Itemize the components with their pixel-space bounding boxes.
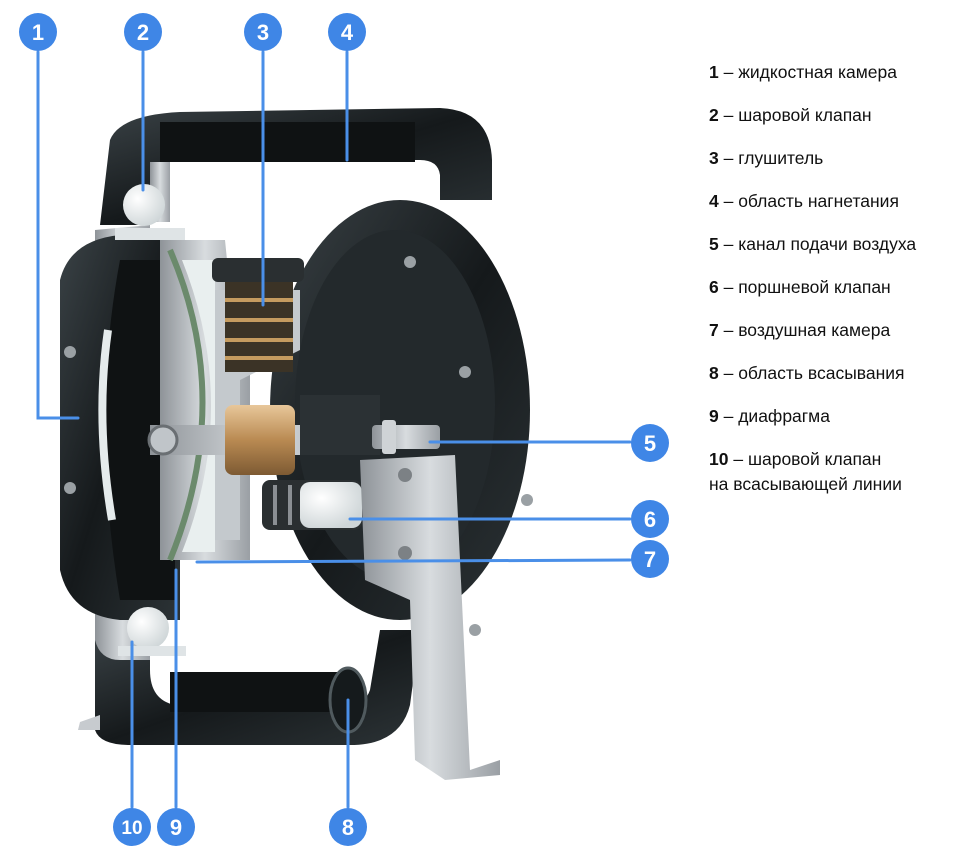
callout-badge-4: 4 <box>328 13 366 51</box>
legend-number: 7 <box>709 320 719 340</box>
legend-text: – воздушная камера <box>723 320 891 340</box>
upper-ball-valve <box>123 184 165 226</box>
svg-text:10: 10 <box>121 818 142 839</box>
leader-line-7 <box>195 558 632 564</box>
lower-valve-seat <box>118 646 186 656</box>
svg-text:7: 7 <box>644 547 656 572</box>
callout-badge-3: 3 <box>244 13 282 51</box>
lower-ball-valve <box>127 607 169 649</box>
legend-item-10: 10 – шаровой клапан на всасывающей линии <box>709 447 964 497</box>
legend-number: 1 <box>709 62 719 82</box>
air-inlet-fitting <box>372 420 440 454</box>
callout-badge-1: 1 <box>19 13 57 51</box>
legend-item-5: 5 – канал подачи воздуха <box>709 232 964 257</box>
legend-text: – область всасывания <box>723 363 905 383</box>
legend-item-8: 8 – область всасывания <box>709 361 964 386</box>
legend-text-continued: на всасывающей линии <box>709 474 902 494</box>
legend-item-2: 2 – шаровой клапан <box>709 103 964 128</box>
legend-number: 3 <box>709 148 719 168</box>
legend-item-4: 4 – область нагнетания <box>709 189 964 214</box>
muffler <box>212 258 304 372</box>
legend-text: – шаровой клапан <box>723 105 872 125</box>
svg-text:3: 3 <box>257 20 269 45</box>
legend: 1 – жидкостная камера 2 – шаровой клапан… <box>709 60 964 515</box>
callout-badge-2: 2 <box>124 13 162 51</box>
callout-badge-8: 8 <box>329 808 367 846</box>
legend-text: – глушитель <box>723 148 824 168</box>
legend-item-6: 6 – поршневой клапан <box>709 275 964 300</box>
callout-badge-10: 10 <box>113 808 151 846</box>
svg-text:2: 2 <box>137 20 149 45</box>
leader-line-1 <box>36 50 80 420</box>
leader-lines <box>36 50 632 809</box>
callout-badge-6: 6 <box>631 500 669 538</box>
mounting-bracket <box>360 455 500 780</box>
svg-text:1: 1 <box>32 20 44 45</box>
legend-text: – шаровой клапан <box>733 449 882 469</box>
legend-item-3: 3 – глушитель <box>709 146 964 171</box>
legend-text: – канал подачи воздуха <box>723 234 917 254</box>
svg-text:4: 4 <box>341 20 354 45</box>
central-valve-body <box>147 395 380 475</box>
callout-badge-7: 7 <box>631 540 669 578</box>
legend-number: 5 <box>709 234 719 254</box>
legend-number: 2 <box>709 105 719 125</box>
legend-text: – жидкостная камера <box>723 62 897 82</box>
piston-valve <box>262 480 362 530</box>
svg-text:5: 5 <box>644 431 656 456</box>
svg-text:6: 6 <box>644 507 656 532</box>
legend-item-7: 7 – воздушная камера <box>709 318 964 343</box>
legend-number: 10 <box>709 449 729 469</box>
left-fluid-chamber <box>60 225 180 660</box>
upper-valve-seat <box>115 228 185 240</box>
legend-text: – диафрагма <box>723 406 830 426</box>
svg-text:8: 8 <box>342 815 354 840</box>
legend-item-1: 1 – жидкостная камера <box>709 60 964 85</box>
legend-number: 9 <box>709 406 719 426</box>
callout-badge-5: 5 <box>631 424 669 462</box>
svg-text:9: 9 <box>170 815 182 840</box>
legend-number: 4 <box>709 191 719 211</box>
legend-text: – область нагнетания <box>723 191 899 211</box>
legend-item-9: 9 – диафрагма <box>709 404 964 429</box>
callout-badge-9: 9 <box>157 808 195 846</box>
legend-number: 8 <box>709 363 719 383</box>
legend-number: 6 <box>709 277 719 297</box>
legend-text: – поршневой клапан <box>723 277 891 297</box>
